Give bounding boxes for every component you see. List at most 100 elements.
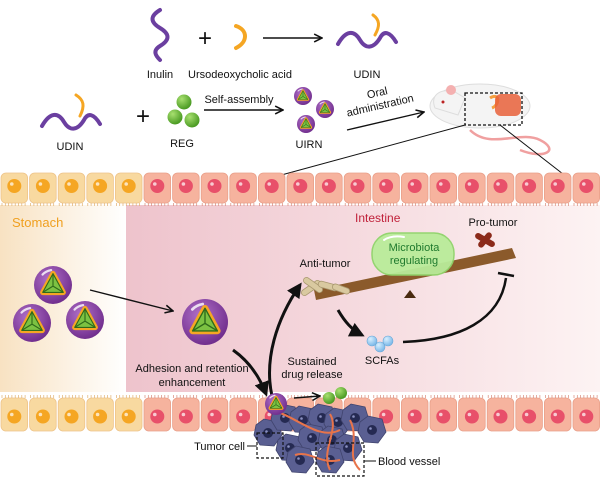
epithelial-cell [29, 172, 57, 206]
epithelial-cell [172, 172, 200, 206]
intestine-label: Intestine [355, 211, 401, 225]
adhesion-label-line2: enhancement [159, 377, 226, 389]
epithelial-cell [0, 172, 29, 206]
epithelial-cell [486, 395, 515, 432]
svg-text:regulating: regulating [390, 255, 438, 267]
inulin-molecule-icon [150, 8, 170, 62]
zoom-box [464, 92, 523, 126]
blood-vessel-box [315, 442, 365, 477]
anti-tumor-bacteria-icon [301, 277, 351, 296]
release-arrow [268, 282, 302, 397]
udca-molecule-icon [234, 24, 247, 50]
drug-release-arrow [293, 396, 320, 398]
epithelial-cell [86, 172, 114, 206]
oral-administration-label: Oral administration [346, 85, 415, 119]
oral-arrow [346, 112, 424, 131]
nanoparticle-icon [316, 100, 334, 118]
epithelial-cell [29, 395, 57, 432]
epithelium-top [0, 172, 600, 206]
nanoparticle-icon [66, 301, 104, 339]
epithelial-cell [429, 172, 458, 206]
epithelial-cell [544, 172, 572, 206]
adhesion-label-line1: Adhesion and retention [135, 363, 248, 375]
udca-label: Ursodeoxycholic acid [188, 69, 292, 81]
udin-label: UDIN [57, 141, 84, 153]
anti-tumor-label: Anti-tumor [300, 258, 351, 270]
reg-label: REG [170, 138, 194, 150]
inhibition-bar [497, 271, 515, 278]
epithelial-cell [372, 172, 400, 206]
epithelial-cell [57, 172, 86, 206]
sustained-label-line1: Sustained [288, 356, 337, 368]
epithelial-cell [572, 395, 600, 432]
epithelial-cell [343, 172, 372, 206]
nanoparticle-icon [34, 266, 72, 304]
nanoparticle-icon [13, 304, 51, 342]
epithelial-cell [400, 172, 429, 206]
adhesion-arrow [232, 348, 269, 397]
epithelial-cell [458, 172, 486, 206]
nanoparticle-icon [265, 393, 287, 415]
sustained-label-line2: drug release [281, 369, 342, 381]
epithelial-cell [286, 172, 315, 206]
plus-sign: + [198, 25, 212, 52]
mouse-illustration [429, 83, 551, 156]
tumor-cluster [253, 403, 387, 474]
blood-vessel-icon [277, 411, 341, 434]
tumor-cell-icon [285, 445, 315, 474]
epithelial-cell [143, 172, 172, 206]
udin-top-label: UDIN [354, 69, 381, 81]
epithelial-cell [200, 172, 229, 206]
svg-text:Microbiota: Microbiota [389, 242, 441, 254]
epithelial-cell [515, 395, 543, 432]
epithelial-cell [544, 395, 572, 432]
tumor-cell-box [256, 432, 284, 459]
intestine-region [126, 205, 600, 392]
stomach-label: Stomach [12, 215, 63, 230]
blood-vessel-label: Blood vessel [378, 456, 440, 468]
bacteria-to-scfas-arrow [336, 309, 365, 337]
scfas-label: SCFAs [365, 355, 400, 367]
epithelial-cell [458, 395, 486, 432]
epithelial-cell [315, 172, 343, 206]
tumor-cell-label: Tumor cell [194, 441, 245, 453]
svg-text:Oral: Oral [366, 85, 389, 101]
scfas-molecules-icon [366, 335, 394, 353]
udin-molecule-icon [40, 93, 102, 131]
nanoparticle-icon [297, 115, 315, 133]
uirn-nanoparticles-icon [294, 87, 334, 133]
stomach-nanoparticles [13, 266, 228, 345]
inhibition-arc [402, 277, 508, 344]
blood-vessel-icon [349, 419, 361, 471]
tumor-cell-icon [357, 415, 387, 444]
blood-vessel-icon [326, 413, 334, 471]
self-assembly-label: Self-assembly [204, 94, 274, 106]
uirn-label: UIRN [296, 139, 323, 151]
epithelial-cell [86, 395, 114, 432]
epithelial-cell [572, 172, 600, 206]
nanoparticle-icon [294, 87, 312, 105]
epithelial-cell [172, 395, 200, 432]
epithelial-cell [257, 172, 286, 206]
epithelial-cell [115, 172, 143, 206]
epithelial-cell [143, 395, 172, 432]
epithelial-cell [115, 395, 143, 432]
udin-molecule-icon [336, 13, 398, 49]
epithelial-cell [515, 172, 543, 206]
epithelial-cell [57, 395, 86, 432]
epithelial-cell [0, 395, 29, 432]
inulin-label: Inulin [147, 69, 173, 81]
adhered-nanoparticle [265, 393, 287, 415]
transit-arrow [89, 289, 173, 311]
released-drug-particles-icon [323, 387, 347, 404]
nanoparticle-icon [182, 299, 228, 345]
zoom-line-right [499, 124, 564, 175]
epithelial-cell [229, 395, 257, 432]
epithelial-cell [429, 395, 458, 432]
plus-sign: + [136, 103, 150, 130]
epithelial-cell [229, 172, 257, 206]
pro-tumor-bacteria-icon [475, 232, 495, 248]
pro-tumor-label: Pro-tumor [469, 217, 518, 229]
microbiota-regulating-bubble: Microbiota regulating [371, 232, 455, 276]
